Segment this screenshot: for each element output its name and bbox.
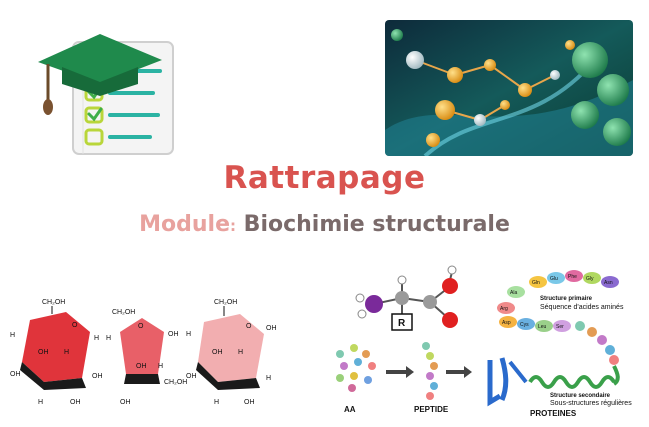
sugar1-o: O: [72, 322, 78, 329]
sugar1-top-label: CH₂OH: [42, 299, 65, 306]
sugar3-h3: H: [266, 375, 271, 382]
sugar2-bottom-label: CH₂OH: [164, 379, 187, 386]
residue-6: Gln: [532, 280, 540, 286]
sugar3-oh3: OH: [186, 373, 197, 380]
residue-8: Phe: [568, 274, 577, 280]
sugar3-oh1: OH: [212, 349, 223, 356]
sugar3-o: O: [246, 323, 252, 330]
sugar3-top-label: CH₂OH: [214, 299, 237, 306]
residue-1: Arg: [500, 306, 508, 312]
sugar2-o: O: [138, 323, 144, 330]
residue-7: Glu: [550, 276, 558, 282]
aa-label: AA: [344, 405, 356, 414]
sugar1-oh3: OH: [92, 373, 103, 380]
sugar2-oh1: OH: [168, 331, 179, 338]
sugar3-h2: H: [238, 349, 243, 356]
secondary-structure-desc: Sous-structures régulières: [550, 400, 632, 407]
sugar3-oh4: OH: [244, 399, 255, 406]
module-subtitle: Module: Biochimie structurale: [0, 212, 649, 237]
sugar-rings-diagram: CH₂OH O H OH H H OH OH H OH CH₂OH O H OH…: [8, 292, 280, 410]
module-colon: :: [230, 217, 236, 235]
sugar2-h2: H: [158, 363, 163, 370]
residue-0: Ala: [510, 290, 517, 296]
page-title: Rattrapage: [223, 160, 426, 196]
protein-structure-diagram: R AA PEPTIDE: [330, 262, 642, 422]
sugar3-h1: H: [186, 331, 191, 338]
sugar1-oh2: OH: [10, 371, 21, 378]
residue-5: Ser: [556, 324, 564, 330]
r-group-label: R: [398, 318, 406, 329]
residue-10: Asn: [604, 280, 613, 286]
sugar2-h1: H: [106, 335, 111, 342]
proteines-label: PROTEINES: [530, 409, 577, 418]
sugar1-h3: H: [94, 335, 99, 342]
sugar2-top-label: CH₂OH: [112, 309, 135, 316]
peptide-label: PEPTIDE: [414, 405, 449, 414]
secondary-structure-label: Structure secondaire: [550, 393, 611, 399]
residue-3: Cys: [520, 322, 529, 328]
graduation-checklist-icon: [28, 12, 178, 157]
sugar1-h1: H: [10, 332, 15, 339]
primary-structure-desc: Séquence d'acides aminés: [540, 304, 624, 311]
primary-structure-label: Structure primaire: [540, 296, 593, 302]
sugar2-oh2: OH: [136, 363, 147, 370]
module-name: Biochimie structurale: [243, 212, 510, 237]
residue-4: Leu: [538, 324, 547, 330]
residue-9: Gly: [586, 276, 594, 282]
sugar1-h2: H: [64, 349, 69, 356]
sugar1-oh4: OH: [70, 399, 81, 406]
residue-2: Asp: [502, 320, 511, 326]
sugar3-oh2: OH: [266, 325, 277, 332]
molecule-photo: [385, 20, 633, 156]
sugar1-h4: H: [38, 399, 43, 406]
sugar2-oh3: OH: [120, 399, 131, 406]
module-prefix: Module: [139, 212, 230, 237]
sugar3-h4: H: [214, 399, 219, 406]
sugar1-oh1: OH: [38, 349, 49, 356]
